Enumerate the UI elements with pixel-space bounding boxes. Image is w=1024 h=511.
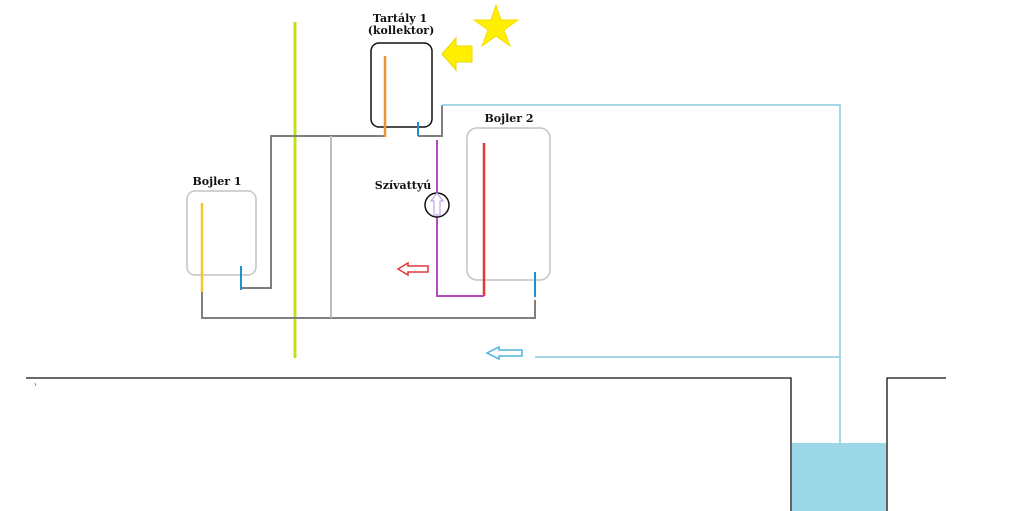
- pipe-bottom-loop: [201, 292, 536, 319]
- tank-1-sublabel: (kollektor): [368, 24, 435, 37]
- boiler-2-label: Bojler 2: [484, 112, 533, 125]
- sunlight-arrow-icon: [441, 36, 473, 72]
- blue-flow-arrow-icon: [485, 345, 523, 361]
- boiler-1-label: Bojler 1: [192, 175, 241, 188]
- red-flow-arrow-icon: [396, 261, 429, 277]
- pump-label: Szívattyú: [375, 179, 431, 192]
- tank-1: [370, 42, 433, 128]
- ground-line-right: [886, 377, 946, 511]
- water-pit: [792, 443, 886, 511]
- light-blue-pipe-top: [442, 104, 841, 443]
- tank-1-label: Tartály 1: [373, 12, 427, 25]
- stray-mark: [34, 382, 37, 387]
- pipe-tank-outlet: [418, 105, 443, 137]
- ground-line: [26, 377, 792, 511]
- sun-star-icon: [472, 3, 520, 48]
- pump-up-arrow-icon: [429, 192, 445, 216]
- boiler-1: [186, 190, 257, 276]
- pipe-boiler1-to-tank: [241, 135, 386, 289]
- boiler-2: [466, 127, 551, 281]
- purple-pump-pipe: [436, 140, 484, 297]
